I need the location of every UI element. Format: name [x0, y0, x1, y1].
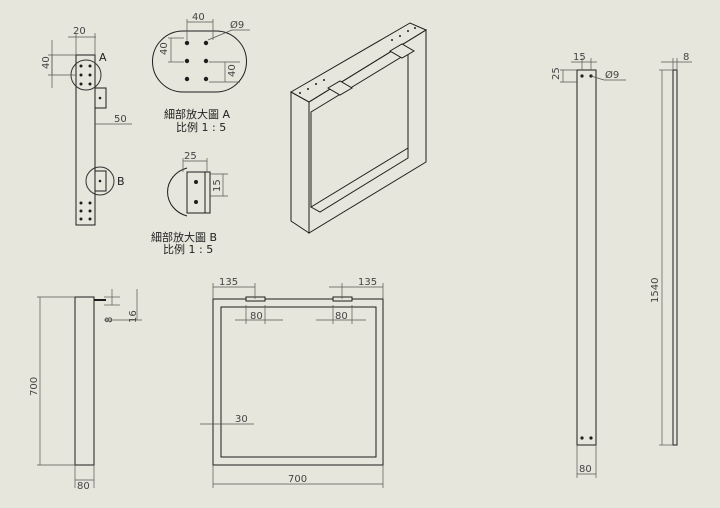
isometric-view: [289, 22, 428, 234]
iso-holes: [299, 27, 416, 94]
dim-rail-15: 15: [573, 52, 586, 63]
iso-inner-edge: [310, 148, 409, 213]
detail-a-title: 細部放大圖 A: [164, 107, 230, 121]
detail-a: [152, 19, 250, 93]
detail-b-letter: B: [117, 175, 125, 188]
dim-detail-a-40-left: 40: [159, 42, 170, 55]
dim-strip-8: 8: [683, 52, 689, 63]
frame-dim-lines: [200, 283, 384, 488]
strip-view: [659, 58, 692, 446]
detail-b-web: [204, 171, 211, 214]
dim-detail-a-40-right: 40: [227, 64, 238, 77]
detail-b: [167, 158, 228, 217]
detail-a-holes: [184, 40, 209, 82]
long-rail: [576, 69, 597, 446]
long-rail-holes: [580, 74, 593, 440]
dim-rail-1540: 1540: [650, 278, 661, 303]
side-view: [48, 33, 132, 226]
dim-side-40: 40: [41, 56, 52, 69]
side-view-dim-lines: [48, 33, 132, 125]
dim-leg-8: 8: [104, 317, 115, 323]
detail-b-title: 細部放大圖 B: [151, 230, 217, 244]
detail-a-letter: A: [99, 51, 107, 64]
detail-b-marker-circle: [85, 166, 115, 196]
long-rail-view: [560, 58, 626, 478]
dim-detail-a-phi9: Ø9: [230, 19, 244, 31]
dim-rail-25: 25: [551, 67, 562, 80]
detail-b-scale: 比例 1 : 5: [163, 242, 213, 256]
dim-frame-80-right: 80: [335, 311, 348, 322]
strip-dim-lines: [659, 58, 692, 446]
detail-a-outline: [152, 30, 247, 93]
dim-side-50: 50: [114, 114, 127, 125]
dim-frame-135-left: 135: [219, 277, 238, 288]
frame-inner: [220, 306, 377, 458]
dim-detail-b-25: 25: [184, 151, 197, 162]
dim-detail-b-15: 15: [212, 179, 223, 192]
dim-side-20: 20: [73, 26, 86, 37]
side-view-holes: [79, 64, 102, 221]
leg-post: [74, 296, 95, 466]
detail-b-holes: [194, 180, 198, 204]
side-view-post: [75, 54, 96, 226]
dim-frame-80-left: 80: [250, 311, 263, 322]
dim-rail-80: 80: [579, 464, 592, 475]
frame-outer: [212, 298, 384, 466]
detail-b-dim-lines: [182, 158, 228, 197]
dim-frame-135-right: 135: [358, 277, 377, 288]
dim-leg-80: 80: [77, 481, 90, 492]
side-view-bracket-a: [94, 87, 107, 109]
frame-bracket-right: [332, 296, 353, 302]
long-rail-dim-lines: [560, 58, 626, 478]
detail-a-dim-lines: [168, 19, 250, 83]
detail-a-scale: 比例 1 : 5: [176, 120, 226, 134]
dim-rail-phi9: Ø9: [605, 69, 619, 81]
iso-bracket-left: [327, 80, 353, 96]
leg-view: [37, 289, 142, 488]
iso-bracket-right: [389, 43, 415, 59]
iso-front-face: [308, 29, 427, 234]
dim-leg-700: 700: [29, 377, 40, 396]
frame-front-view: [200, 283, 384, 488]
dim-detail-a-40-top: 40: [192, 12, 205, 23]
thin-strip: [672, 69, 678, 446]
frame-bracket-left: [245, 296, 266, 302]
leg-dim-lines: [37, 289, 142, 488]
dim-frame-700: 700: [288, 474, 307, 485]
dim-leg-16: 16: [128, 310, 139, 323]
dim-frame-30: 30: [235, 414, 248, 425]
detail-b-arc: [167, 167, 188, 217]
side-view-bracket-b: [94, 170, 107, 192]
